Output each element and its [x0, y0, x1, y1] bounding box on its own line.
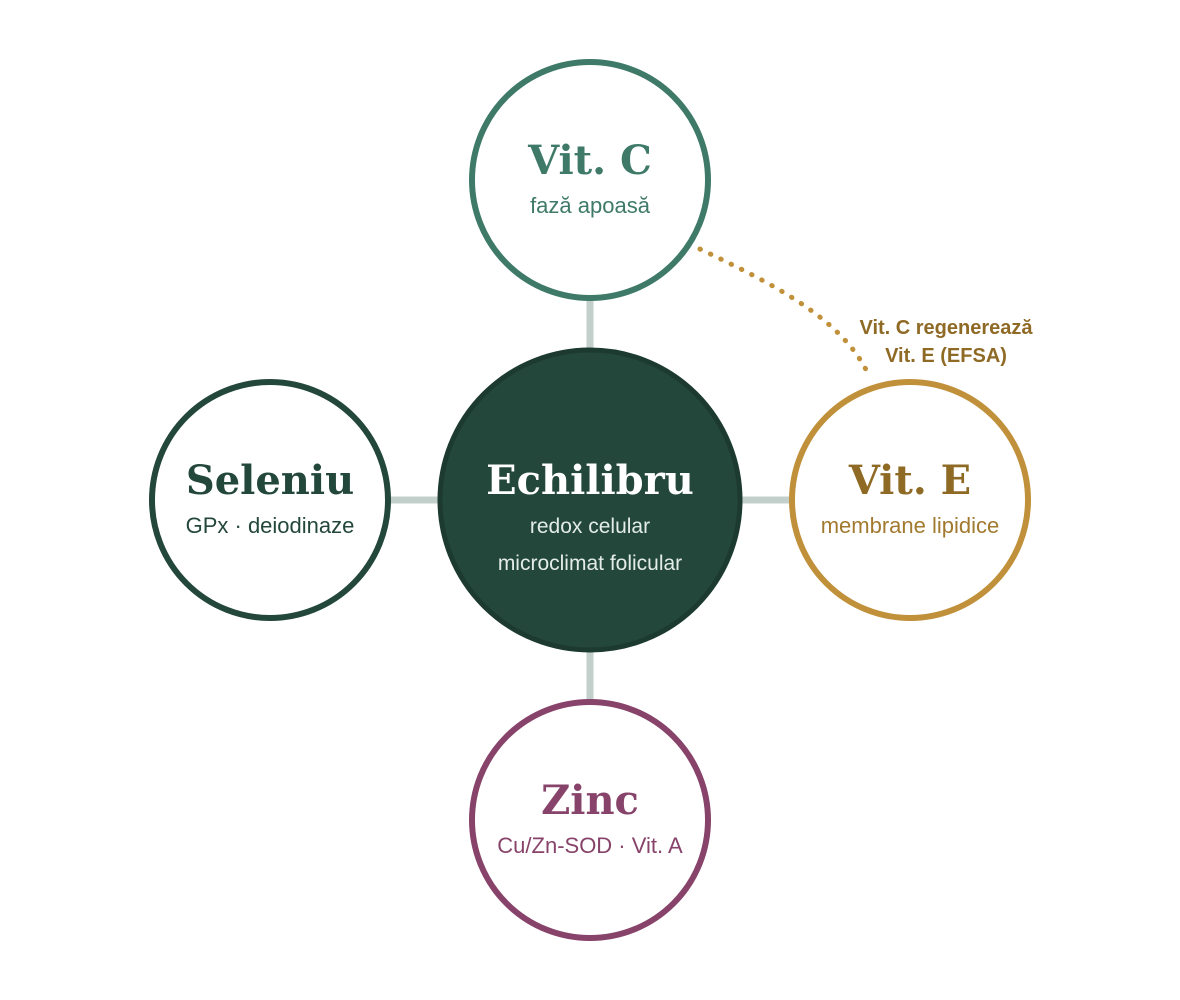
center-line-2: microclimat folicular	[498, 552, 682, 575]
center-title: Echilibru	[486, 457, 694, 504]
regeneration-note-line-1: Vit. C regenerează	[859, 317, 1033, 339]
vit-e-subtitle: membrane lipidice	[821, 513, 1000, 538]
seleniu-node: Seleniu GPx · deiodinaze	[149, 379, 391, 621]
vit-e-circle	[789, 379, 1031, 621]
regeneration-arc	[697, 246, 873, 381]
connectors	[388, 298, 792, 702]
seleniu-subtitle: GPx · deiodinaze	[186, 513, 355, 538]
vit-c-title: Vit. C	[527, 137, 652, 184]
vit-c-node: Vit. C fază apoasă	[469, 59, 711, 301]
vit-c-subtitle: fază apoasă	[530, 193, 651, 218]
zinc-circle	[469, 699, 711, 941]
zinc-title: Zinc	[541, 777, 639, 824]
center-circle	[437, 347, 743, 653]
zinc-node: Zinc Cu/Zn-SOD · Vit. A	[469, 699, 711, 941]
regeneration-note: Vit. C regenerează Vit. E (EFSA)	[859, 317, 1033, 367]
seleniu-circle	[149, 379, 391, 621]
vit-e-title: Vit. E	[848, 457, 971, 504]
center-node: Echilibru redox celular microclimat foli…	[437, 347, 743, 653]
vit-e-node: Vit. E membrane lipidice	[789, 379, 1031, 621]
seleniu-title: Seleniu	[186, 457, 354, 504]
regeneration-note-line-2: Vit. E (EFSA)	[885, 345, 1007, 367]
center-line-1: redox celular	[530, 515, 650, 538]
vit-c-circle	[469, 59, 711, 301]
zinc-subtitle: Cu/Zn-SOD · Vit. A	[497, 833, 683, 858]
